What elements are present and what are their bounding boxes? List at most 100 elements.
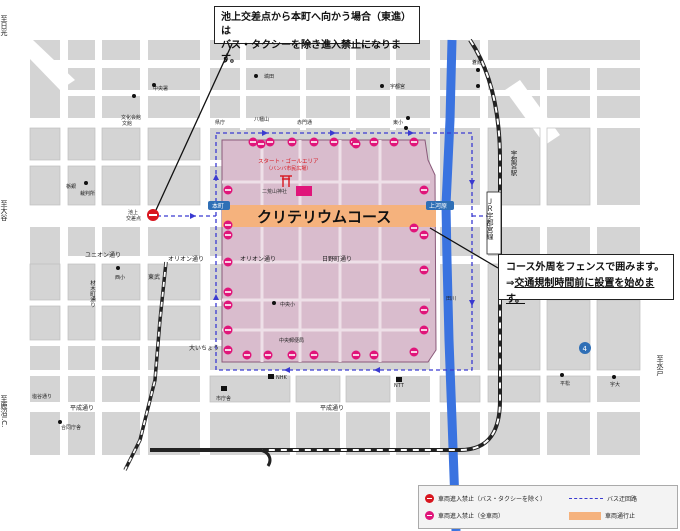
no-entry-magenta-icons [223,137,429,360]
no-entry-magenta-bar [225,224,231,226]
street-orion-1: オリオン通り [168,255,204,263]
dir-kanuma: 至鹿沼I.C. [0,395,8,427]
jr-line-label: ＪＲ宇都宮線 [486,191,502,255]
course-title: クリテリウムコース [257,208,391,226]
svg-text:蒼館: 蒼館 [472,59,482,66]
no-entry-magenta-bar [289,354,295,356]
dir-mito: 至水戸 [656,355,664,377]
legend-magenta: 車両進入禁止（全車両） [425,511,504,520]
legend-red-label: 車両進入禁止（バス・タクシーを除く） [438,496,547,503]
no-entry-magenta-bar [421,189,427,191]
street-orion-2: オリオン通り [240,255,276,263]
street-union: ユニオン通り [85,251,121,259]
utsunomiya-station-label: 宇都宮駅 [509,149,517,178]
svg-text:八幡山: 八幡山 [254,116,269,123]
svg-text:4: 4 [583,345,588,353]
no-entry-magenta-bar [353,143,359,145]
no-entry-magenta-bar [411,351,417,353]
svg-text:栃銀: 栃銀 [66,183,76,190]
callout-fence-notice: コース外周をフェンスで囲みます。 ⇒交通規制時間前に設置を始めます。 [498,254,674,305]
callout-ikegami-notice: 池上交差点から本町へ向かう場合（東進）は バス・タクシーを除き進入禁止になります… [214,6,420,65]
no-entry-magenta-bar [250,141,256,143]
start-goal-label-2: （バンバ市民広場） [266,165,311,172]
dir-nikko: 至日光 [0,15,8,37]
junction-ikegami-1: 池上 [128,209,138,216]
shrine-label: 二荒山神社 [262,188,287,195]
start-goal-area [296,186,312,196]
svg-text:塙田: 塙田 [264,73,274,80]
no-entry-magenta-bar [225,329,231,331]
callout-top-line2: バス・タクシーを除き進入禁止になります。 [221,40,401,65]
street-heiwa-1: 平成通り [70,404,94,412]
no-entry-magenta-legend-icon [425,511,434,520]
legend-bus: バス迂回路 [569,494,637,503]
map-legend: 車両進入禁止（バス・タクシーを除く） 車両進入禁止（全車両） バス迂回路 車両通… [418,485,678,529]
callout-right-line2: 交通規制時間前に設置を始めます。 [506,278,655,305]
street-shiodori: 塩谷通り [32,393,52,400]
svg-text:中央小: 中央小 [280,301,295,308]
landmarks: 中央署 塙田 宇都宮 蒼館 県庁 八幡山 赤門通 東小 文化会館 文館 栃銀 裁… [58,59,620,431]
no-entry-magenta-bar [225,261,231,263]
no-entry-magenta-bar [244,354,250,356]
legend-orange-label: 車両通行止 [605,513,636,520]
svg-text:中央郵便局: 中央郵便局 [279,337,304,344]
junction-kamikawara: 上河原 [429,202,447,210]
street-zaimoku: 材木町通り [89,279,96,308]
street-heiwa-2: 平成通り [320,404,344,412]
svg-text:平松: 平松 [560,380,570,387]
street-tagawa: 田川 [446,296,456,302]
no-entry-magenta-bar [225,291,231,293]
course-bar [222,205,436,227]
block-outlines [29,127,641,403]
no-entry-magenta-bar [311,354,317,356]
no-entry-magenta-bar [411,141,417,143]
svg-text:NTT: NTT [394,383,405,389]
no-entry-red-legend-icon [425,494,434,503]
legend-bus-label: バス迂回路 [607,496,638,503]
no-entry-magenta-bar [391,141,397,143]
no-entry-magenta-bar [265,354,271,356]
svg-text:県庁: 県庁 [215,119,225,126]
callout-right-arrow: ⇒ [506,278,515,289]
tobu-railway [123,261,168,471]
junction-ikegami-2: 交差点 [126,215,141,222]
legend-orange: 車両通行止 [569,511,635,520]
dir-oya: 至大谷 [0,200,8,222]
no-entry-magenta-bar [371,141,377,143]
no-entry-magenta-bar [421,234,427,236]
no-entry-magenta-bar [267,141,273,143]
no-entry-magenta-bar [411,227,417,229]
no-entry-magenta-bar [353,354,359,356]
no-entry-magenta-bar [258,143,264,145]
shrine-icon [280,175,292,187]
road-closed-legend-icon [569,511,601,520]
legend-magenta-label: 車両進入禁止（全車両） [438,513,505,520]
jr-railway [150,38,502,452]
no-entry-magenta-bar [225,234,231,236]
svg-text:赤門通: 赤門通 [297,119,312,126]
start-goal-label-1: スタート・ゴールエリア [258,157,319,165]
junction-honcho: 本町 [212,202,224,210]
no-entry-magenta-bar [289,141,295,143]
svg-text:宇大: 宇大 [610,381,620,388]
svg-text:東小: 東小 [393,119,403,126]
no-entry-magenta-bar [421,269,427,271]
no-entry-magenta-bar [225,304,231,306]
svg-text:市庁舎: 市庁舎 [216,395,231,402]
svg-text:裁判所: 裁判所 [80,190,95,197]
legend-red: 車両進入禁止（バス・タクシーを除く） [425,494,546,503]
street-odori: 大いちょう [189,344,219,352]
no-entry-magenta-bar [331,141,337,143]
no-entry-magenta-bar [225,349,231,351]
route-4-marker: 4 [579,342,591,354]
direction-labels: 至日光 至大谷 至鹿沼I.C. 至水戸 [0,15,664,427]
street-tobu: 東武 [148,273,160,281]
svg-text:宇都宮: 宇都宮 [390,83,405,90]
callout-right-line1: コース外周をフェンスで囲みます。 [506,262,665,273]
no-entry-magenta-bar [225,189,231,191]
svg-text:NHK: NHK [276,375,288,381]
callout-top-line1: 池上交差点から本町へ向かう場合（東進）は [221,12,411,37]
svg-text:宇都宮駅: 宇都宮駅 [509,149,517,178]
street-hino: 日野町通り [322,255,352,263]
